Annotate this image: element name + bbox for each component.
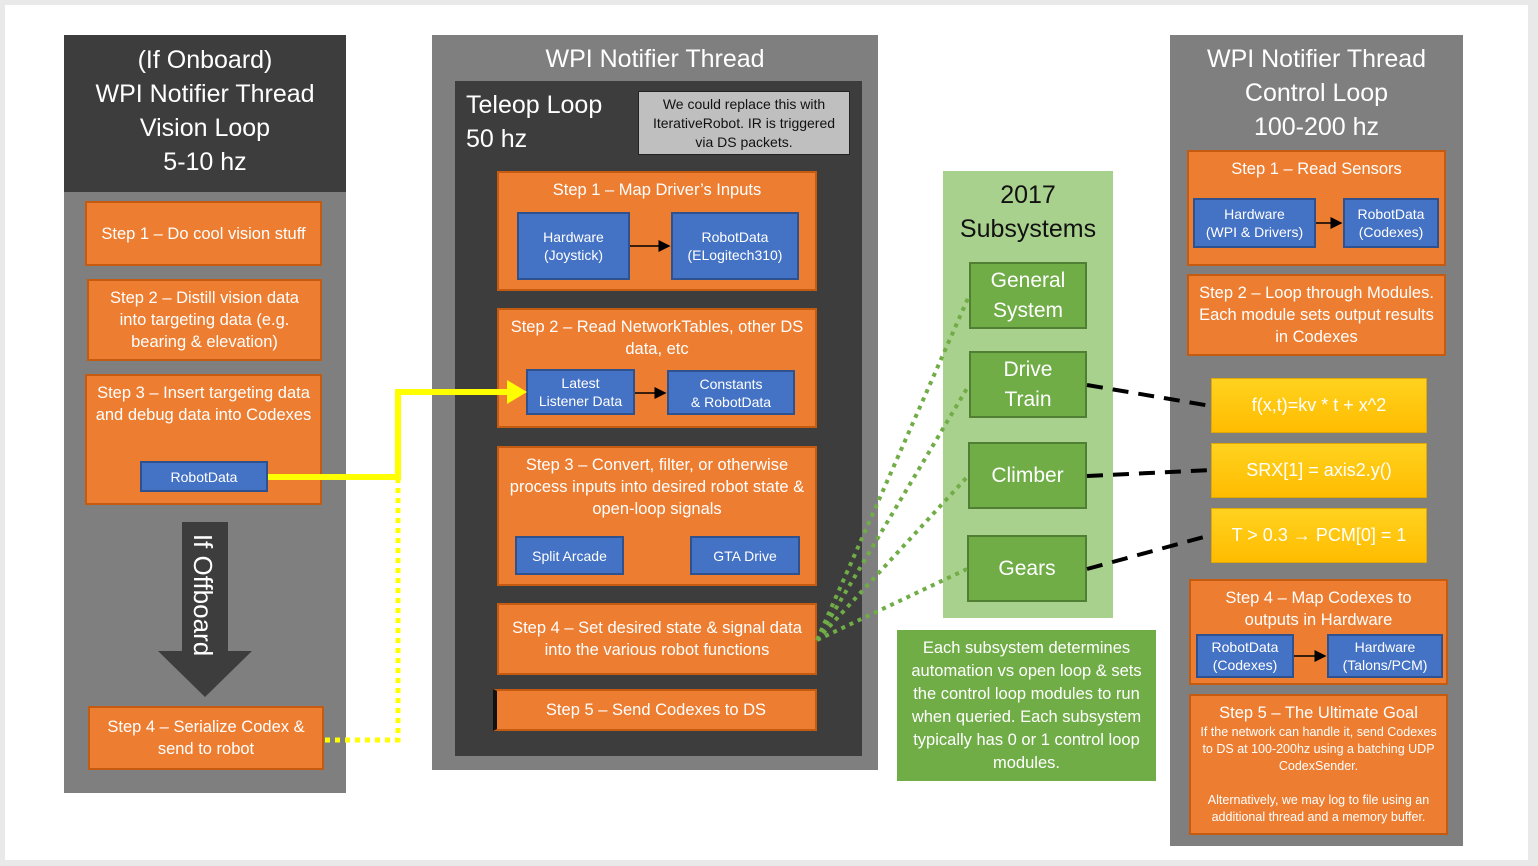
control-title-line-2: Control Loop — [1244, 79, 1389, 107]
subsystem-climber: Climber — [968, 442, 1087, 509]
teleop-loop-title-line-1: Teleop Loop — [466, 91, 603, 119]
constants-line-1: Constants — [699, 375, 763, 392]
control-title-line-3: 100-200 hz — [1253, 113, 1380, 141]
control-step-2: Step 2 – Loop through Modules. Each modu… — [1187, 274, 1446, 356]
vision-step-2: Step 2 – Distill vision data into target… — [87, 279, 322, 361]
elogitech-robotdata-box: RobotData (ELogitech310) — [671, 212, 799, 280]
iterative-robot-note: We could replace this with IterativeRobo… — [638, 91, 850, 155]
teleop-loop-title-line-2: 50 hz — [466, 125, 528, 153]
vision-title-line-3: Vision Loop — [139, 114, 271, 142]
offboard-arrow-label: If Offboard — [188, 533, 218, 657]
elogitech-line-2: (ELogitech310) — [687, 247, 783, 263]
outputs-hardware-box: Hardware (Talons/PCM) — [1327, 634, 1443, 678]
control-title-line-1: WPI Notifier Thread — [1206, 45, 1427, 73]
sensors-robotdata-line-1: RobotData — [1357, 206, 1425, 222]
teleop-step-4: Step 4 – Set desired state & signal data… — [497, 603, 817, 675]
teleop-step-2-text: Step 2 – Read NetworkTables, other DS da… — [510, 318, 804, 358]
sensors-robotdata-line-2: (Codexes) — [1358, 224, 1424, 240]
vision-title-line-4: 5-10 hz — [163, 148, 247, 176]
iterative-robot-note-text: We could replace this with IterativeRobo… — [652, 95, 836, 150]
split-arcade-box: Split Arcade — [515, 536, 624, 575]
listener-data-line-2: Listener Data — [538, 393, 623, 409]
sensors-robotdata-box: RobotData (Codexes) — [1343, 198, 1439, 248]
outputs-hardware-line-2: (Talons/PCM) — [1342, 657, 1428, 673]
outputs-robotdata-line-1: RobotData — [1211, 639, 1279, 655]
constants-line-2: & RobotData — [690, 393, 772, 410]
control-step-5-title: Step 5 – The Ultimate Goal — [1219, 704, 1418, 722]
sensors-hardware-line-1: Hardware — [1224, 206, 1285, 222]
subsystems-title: 2017 Subsystems — [943, 178, 1113, 246]
subsystem-gears: Gears — [967, 535, 1087, 602]
control-step-2-text: Step 2 – Loop through Modules. Each modu… — [1199, 284, 1434, 346]
general-system-line-2: System — [992, 298, 1063, 322]
control-step-1-text: Step 1 – Read Sensors — [1231, 160, 1402, 178]
sensors-hardware-box: Hardware (WPI & Drivers) — [1193, 198, 1316, 248]
listener-data-box: Latest Listener Data — [526, 369, 635, 415]
gta-drive-box: GTA Drive — [690, 536, 800, 575]
general-system-line-1: General — [990, 268, 1066, 292]
constants-robotdata-box: Constants & RobotData — [667, 370, 795, 415]
subsystems-title-line-1: 2017 — [1000, 181, 1056, 209]
outputs-hardware-line-1: Hardware — [1354, 639, 1416, 655]
teleop-step-3-text: Step 3 – Convert, filter, or otherwise p… — [509, 456, 805, 518]
module-srx: SRX[1] = axis2.y() — [1211, 443, 1427, 498]
outputs-robotdata-box: RobotData (Codexes) — [1196, 634, 1294, 678]
module-pcm: T > 0.3 → PCM[0] = 1 — [1211, 508, 1427, 563]
control-step-4-text: Step 4 – Map Codexes to outputs in Hardw… — [1225, 589, 1412, 629]
module-srx-text: SRX[1] = axis2.y() — [1246, 460, 1392, 480]
listener-data-line-1: Latest — [561, 375, 600, 391]
control-step-5: Step 5 – The Ultimate Goal If the networ… — [1189, 694, 1448, 835]
teleop-step-5-text: Step 5 – Send Codexes to DS — [545, 701, 767, 719]
teleop-column-title: WPI Notifier Thread — [545, 45, 765, 73]
outputs-robotdata-line-2: (Codexes) — [1212, 657, 1278, 673]
drive-train-line-1: Drive — [1003, 357, 1053, 381]
gta-drive-label: GTA Drive — [713, 547, 777, 564]
vision-step-4: Step 4 – Serialize Codex & send to robot — [88, 706, 324, 770]
split-arcade-label: Split Arcade — [532, 547, 607, 564]
control-step-5-body-2: Alternatively, we may log to file using … — [1207, 793, 1430, 824]
vision-title-line-1: (If Onboard) — [137, 46, 273, 74]
module-pcm-text: T > 0.3 → PCM[0] = 1 — [1231, 525, 1407, 545]
joystick-hardware-line-1: Hardware — [543, 229, 604, 245]
drive-train-line-2: Train — [1004, 387, 1052, 411]
teleop-step-4-text: Step 4 – Set desired state & signal data… — [512, 619, 802, 659]
vision-robotdata-label: RobotData — [170, 468, 238, 485]
control-loop-title: WPI Notifier Thread Control Loop 100-200… — [1170, 42, 1463, 144]
teleop-step-1-text: Step 1 – Map Driver’s Inputs — [552, 181, 762, 199]
climber-label: Climber — [991, 463, 1064, 487]
vision-step-3-text: Step 3 – Insert targeting data and debug… — [95, 384, 312, 424]
vision-step-1: Step 1 – Do cool vision stuff — [85, 201, 322, 266]
gears-label: Gears — [998, 556, 1056, 580]
vision-loop-title: (If Onboard) WPI Notifier Thread Vision … — [64, 35, 346, 192]
control-step-5-body: If the network can handle it, send Codex… — [1200, 725, 1437, 773]
teleop-loop-title: Teleop Loop 50 hz — [466, 88, 636, 156]
subsystems-title-line-2: Subsystems — [959, 215, 1097, 243]
module-kinematic: f(x,t)=kv * t + x^2 — [1211, 378, 1427, 433]
subsystem-drive-train: Drive Train — [969, 351, 1087, 418]
vision-step-1-text: Step 1 – Do cool vision stuff — [101, 224, 306, 243]
module-kinematic-text: f(x,t)=kv * t + x^2 — [1251, 395, 1387, 415]
teleop-step-5: Step 5 – Send Codexes to DS — [493, 689, 817, 731]
vision-title-line-2: WPI Notifier Thread — [95, 80, 315, 108]
joystick-hardware-box: Hardware (Joystick) — [517, 212, 630, 280]
subsystem-description-text: Each subsystem determines automation vs … — [911, 638, 1142, 772]
vision-robotdata-box: RobotData — [140, 461, 268, 492]
vision-step-2-text: Step 2 – Distill vision data into target… — [110, 289, 299, 351]
vision-step-4-text: Step 4 – Serialize Codex & send to robot — [107, 718, 305, 758]
joystick-hardware-line-2: (Joystick) — [543, 247, 604, 263]
elogitech-line-1: RobotData — [701, 229, 769, 245]
subsystem-description: Each subsystem determines automation vs … — [897, 630, 1156, 781]
sensors-hardware-line-2: (WPI & Drivers) — [1205, 224, 1304, 240]
subsystem-general-system: General System — [969, 262, 1087, 329]
